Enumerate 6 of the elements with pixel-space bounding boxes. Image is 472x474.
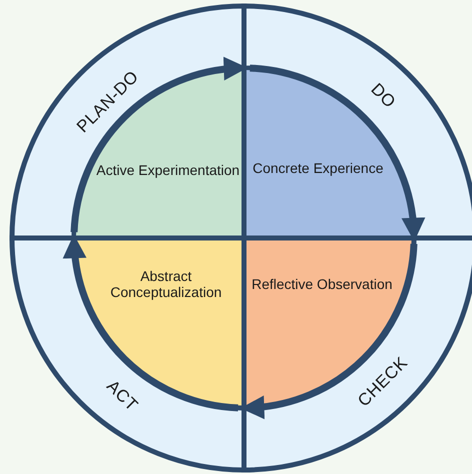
quadrant-label: Abstract Conceptualization [109,268,223,300]
quadrant-label: Reflective Observation [250,276,394,292]
ring-label: DO [366,80,400,112]
ring-label: ACT [102,376,142,416]
quadrant-label: Concrete Experience [252,160,384,176]
quadrant-label: Active Experimentation [95,162,241,178]
